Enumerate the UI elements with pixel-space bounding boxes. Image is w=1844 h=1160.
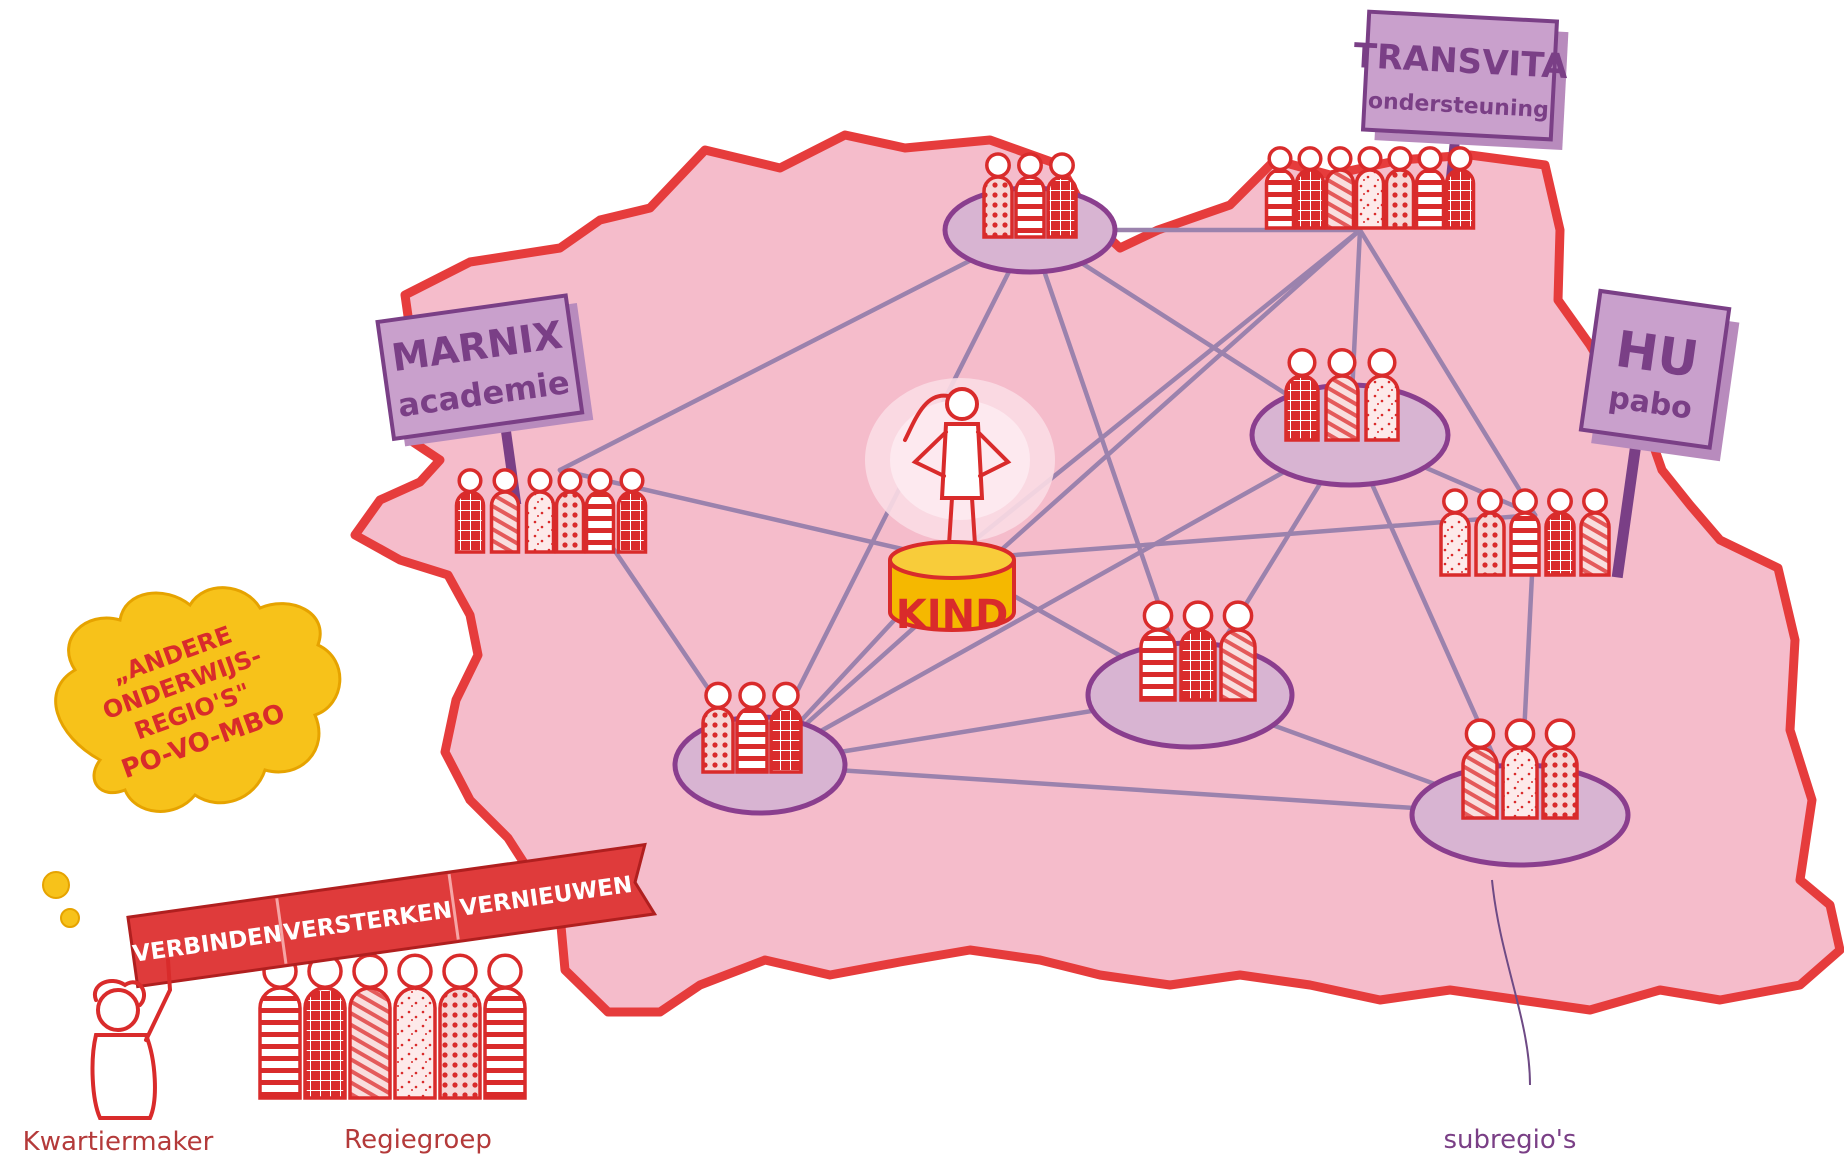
sign-transvita-ondersteuning: TRANSVITA ondersteuning xyxy=(1353,9,1570,229)
caption-regiegroep: Regiegroep xyxy=(344,1125,492,1155)
person-icon xyxy=(303,953,347,1100)
person-icon xyxy=(1284,348,1320,442)
person-icon xyxy=(1509,488,1541,577)
person-icon xyxy=(735,681,769,774)
thought-cloud: „ANDERE ONDERWIJS- REGIO'S" PO-VO-MBO xyxy=(42,586,342,928)
person-icon xyxy=(1444,146,1476,230)
person-icon xyxy=(769,681,803,774)
person-icon xyxy=(1501,718,1539,820)
person-icon xyxy=(1461,718,1499,820)
person-icon xyxy=(982,152,1014,239)
caption-subregios: subregio's xyxy=(1444,1125,1577,1155)
banner: VERBINDEN VERSTERKEN VERNIEUWEN xyxy=(126,842,658,989)
person-icon xyxy=(489,468,521,554)
person-icon xyxy=(1046,152,1078,239)
person-icon xyxy=(554,468,586,554)
person-icon xyxy=(1414,146,1446,230)
sign-marnix-academie: MARNIX academie xyxy=(375,293,594,506)
network-line xyxy=(1357,227,1538,518)
people-groups xyxy=(258,146,1611,1100)
sign-hu-pabo: HU pabo xyxy=(1578,288,1740,579)
person-icon xyxy=(483,953,527,1100)
person-icon xyxy=(1139,600,1177,702)
network-line xyxy=(557,227,1033,473)
person-icon xyxy=(1264,146,1296,230)
person-icon xyxy=(393,953,437,1100)
person-icon xyxy=(1384,146,1416,230)
person-icon xyxy=(438,953,482,1100)
child-on-pedestal: KIND xyxy=(865,378,1055,638)
kind-pedestal: KIND xyxy=(888,540,1016,638)
person-icon xyxy=(1544,488,1576,577)
person-icon xyxy=(1324,146,1356,230)
person-icon xyxy=(701,681,735,774)
subregio-pointer xyxy=(1491,879,1531,1086)
person-icon xyxy=(454,468,486,554)
person-icon xyxy=(1294,146,1326,230)
network-line xyxy=(757,432,1353,768)
person-icon xyxy=(1354,146,1386,230)
person-icon xyxy=(1179,600,1217,702)
person-icon xyxy=(616,468,648,554)
person-icon xyxy=(1014,152,1046,239)
person-icon xyxy=(1474,488,1506,577)
sign-hu-line1: HU xyxy=(1612,320,1702,389)
kwartiermaker-figure-icon xyxy=(90,958,173,1120)
person-icon xyxy=(1541,718,1579,820)
person-icon xyxy=(584,468,616,554)
network-line xyxy=(757,762,1523,818)
person-icon xyxy=(1364,348,1400,442)
person-icon xyxy=(348,953,392,1100)
kind-label: KIND xyxy=(896,592,1009,638)
person-icon xyxy=(1324,348,1360,442)
person-icon xyxy=(258,953,302,1100)
network-line xyxy=(947,512,1538,563)
caption-kwartiermaker: Kwartiermaker xyxy=(23,1127,214,1157)
child-figure-icon xyxy=(903,387,1012,562)
person-icon xyxy=(524,468,556,554)
network-line xyxy=(757,227,1363,768)
person-icon xyxy=(1579,488,1611,577)
person-icon xyxy=(1219,600,1257,702)
person-icon xyxy=(1439,488,1471,577)
